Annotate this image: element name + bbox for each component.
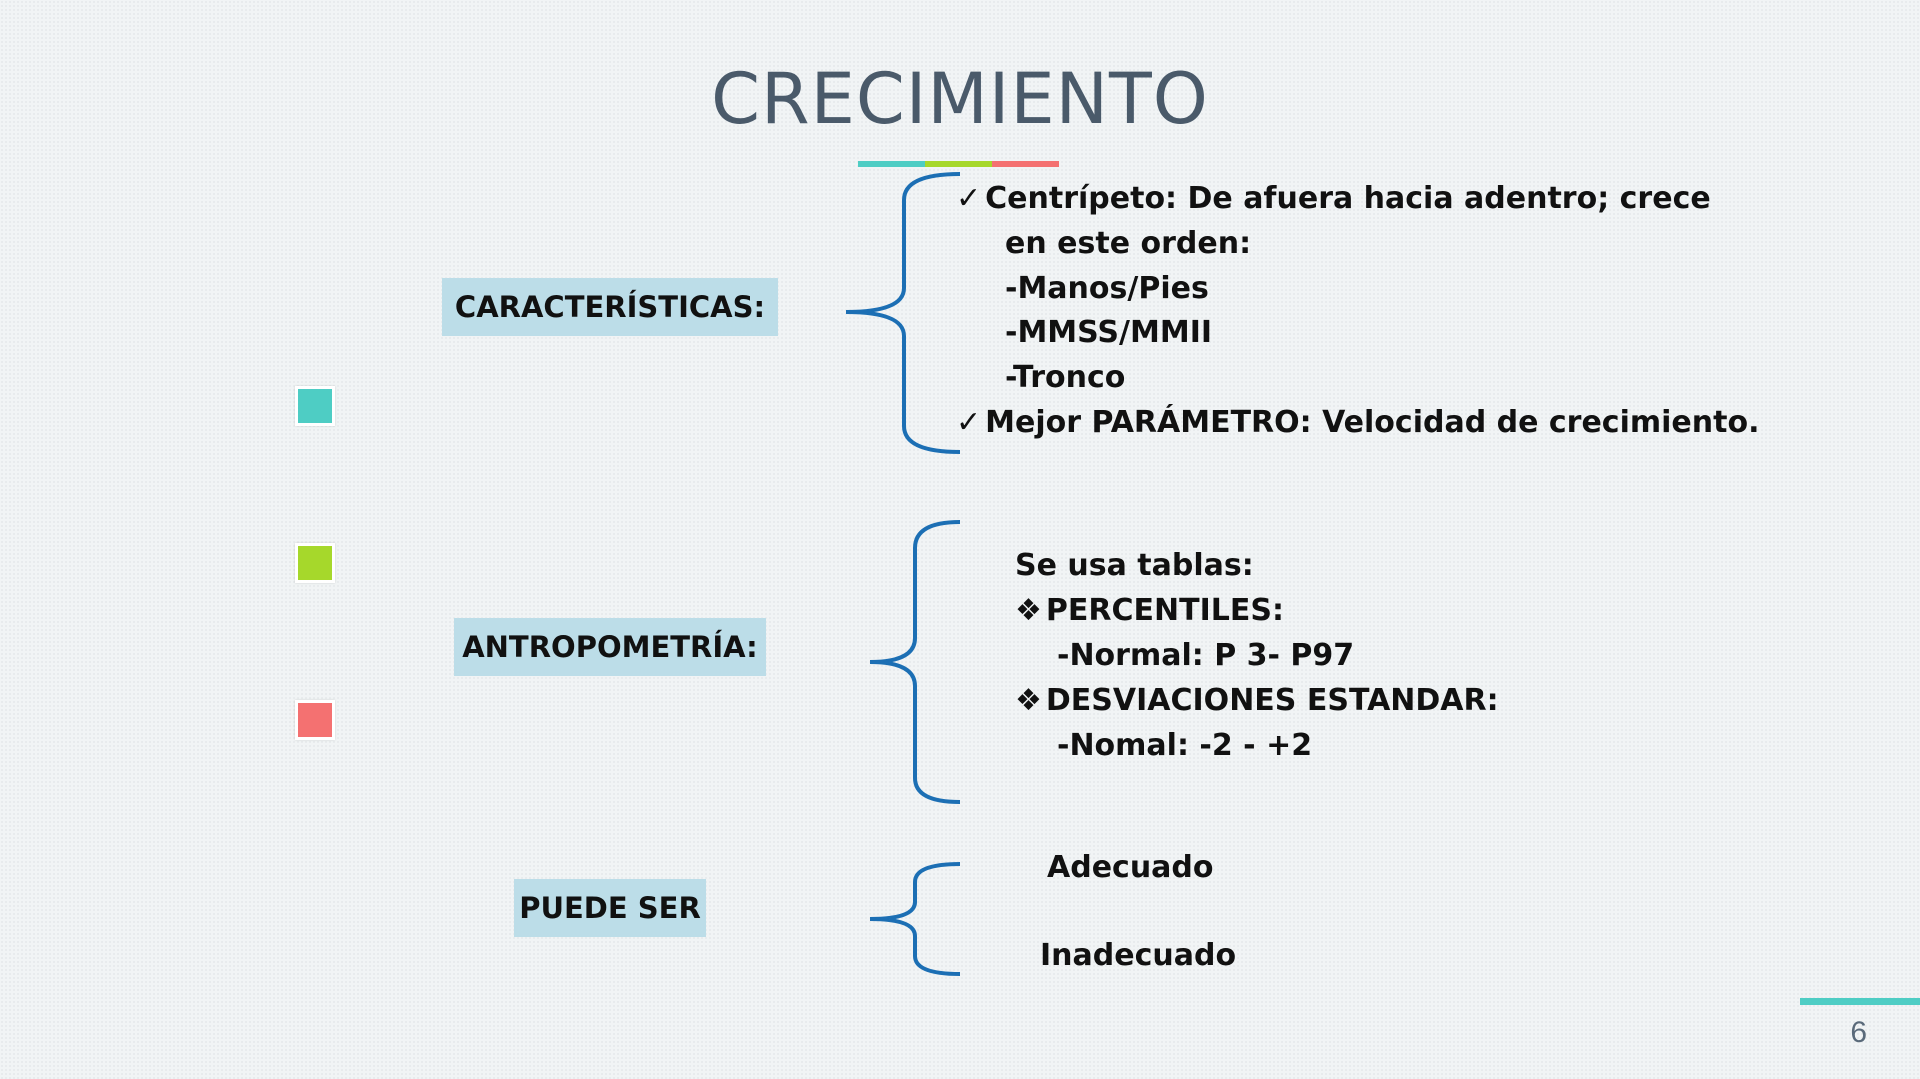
antropometria-line-1: Se usa tablas:: [1015, 548, 1254, 583]
title-accent-teal: [858, 161, 925, 167]
puede-ser-label: PUEDE SER: [514, 879, 706, 937]
caracteristicas-line-3: -Manos/Pies: [1005, 271, 1209, 306]
title-accent-red: [992, 161, 1059, 167]
antropometria-line-5: -Nomal: -2 - +2: [1057, 728, 1313, 763]
diamond-bullet-icon: ❖: [1015, 593, 1042, 628]
caracteristicas-line-4: -MMSS/MMII: [1005, 315, 1213, 350]
antropometria-label: ANTROPOMETRÍA:: [454, 618, 766, 676]
title-accent-green: [925, 161, 992, 167]
caracteristicas-line-5: -Tronco: [1005, 360, 1126, 395]
diamond-bullet-icon: ❖: [1015, 683, 1042, 718]
corner-accent-line: [1800, 998, 1920, 1005]
puede-ser-line-1: Adecuado: [1047, 850, 1214, 885]
red-square-icon: [295, 700, 335, 740]
check-icon: ✓: [956, 181, 982, 216]
page-number: 6: [1850, 1016, 1867, 1049]
puede-ser-line-2: Inadecuado: [1040, 938, 1237, 973]
slide-title: CRECIMIENTO: [711, 58, 1209, 140]
antropometria-line-3: -Normal: P 3- P97: [1057, 638, 1355, 673]
brace-puede-ser: [869, 862, 961, 976]
green-square-icon: [295, 543, 335, 583]
caracteristicas-line-6: ✓Mejor PARÁMETRO: Velocidad de crecimien…: [956, 405, 1760, 440]
check-icon: ✓: [956, 405, 982, 440]
brace-antropometria: [869, 520, 961, 804]
caracteristicas-label: CARACTERÍSTICAS:: [442, 278, 778, 336]
caracteristicas-line-2: en este orden:: [1005, 226, 1252, 261]
antropometria-line-2: ❖PERCENTILES:: [1015, 593, 1284, 628]
teal-square-icon: [295, 386, 335, 426]
brace-caracteristicas: [845, 172, 961, 454]
caracteristicas-line-1: ✓Centrípeto: De afuera hacia adentro; cr…: [956, 181, 1711, 216]
antropometria-line-4: ❖DESVIACIONES ESTANDAR:: [1015, 683, 1499, 718]
